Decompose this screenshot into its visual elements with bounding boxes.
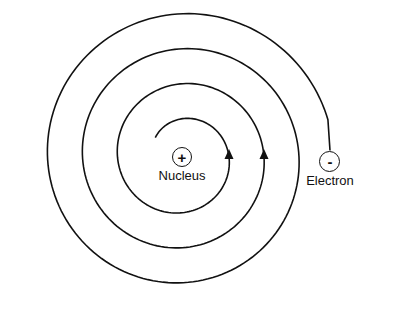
charge-sign: + [178,150,187,165]
charge-sign: - [327,154,332,169]
direction-arrow [260,149,269,159]
electron-node: - Electron [304,151,356,189]
part-label: Nucleus [157,169,208,184]
direction-arrow [225,149,234,159]
nucleus-circle: + [172,147,192,167]
spiral-path [47,14,330,283]
electron-circle: - [319,151,340,172]
part-label: Electron [304,174,356,189]
nucleus-node: + Nucleus [157,147,208,184]
